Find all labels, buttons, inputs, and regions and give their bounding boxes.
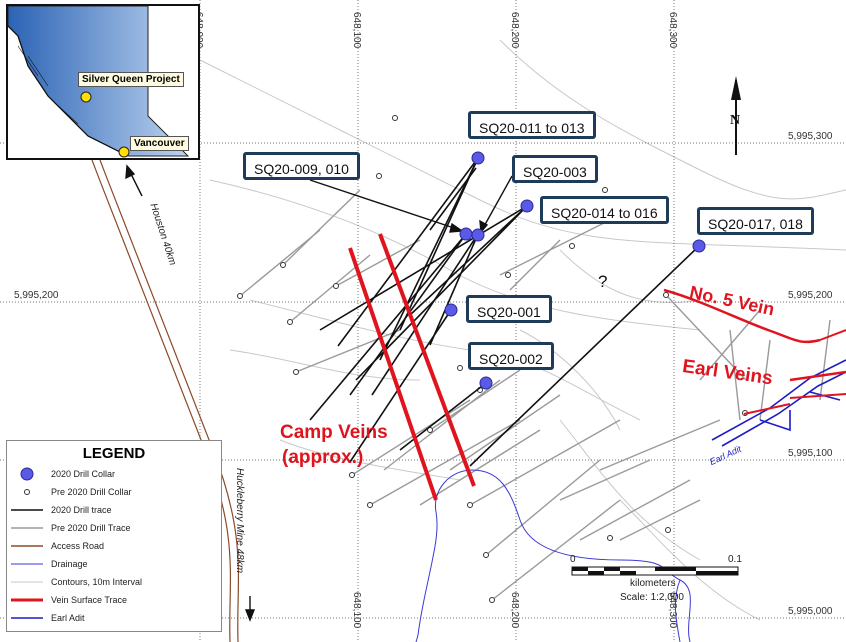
easting-label: 648,100: [351, 12, 362, 49]
scale-max: 0.1: [728, 554, 742, 565]
pre-2020-collar: [607, 535, 613, 541]
collar-2020: [471, 228, 485, 242]
northing-label: 5,995,200: [788, 290, 833, 301]
collar-2020-icon: [20, 467, 34, 481]
pre-2020-collar: [237, 293, 243, 299]
pre-2020-collar: [392, 115, 398, 121]
pre-2020-drill-traces: [239, 189, 831, 601]
contour-icon: [11, 581, 43, 583]
scale-bar: [571, 566, 739, 576]
legend-label: Access Road: [51, 541, 105, 551]
label-huckleberry-road: Huckleberry Mine 48km: [234, 468, 245, 574]
easting-label: 648,200: [509, 592, 520, 629]
label-camp-veins: Camp Veins: [280, 422, 388, 443]
collar-2020: [520, 199, 534, 213]
pre-2020-collar: [663, 292, 669, 298]
legend-label: 2020 Drill trace: [51, 505, 112, 515]
legend-label: Pre 2020 Drill Trace: [51, 523, 131, 533]
leader-lines: [309, 175, 513, 234]
legend-item-2020-collar: 2020 Drill Collar: [7, 465, 221, 483]
pre-2020-collar: [665, 527, 671, 533]
callout-sq20-003: SQ20-003: [512, 155, 598, 183]
inset-project-label: Silver Queen Project: [78, 72, 184, 87]
callout-sq20-011-013: SQ20-011 to 013: [468, 111, 596, 139]
pre-2020-collar: [349, 472, 355, 478]
north-label: N: [730, 113, 740, 128]
question-mark-label: ?: [598, 272, 608, 291]
pre-2020-collar: [333, 283, 339, 289]
northing-label: 5,995,200: [14, 290, 59, 301]
easting-label: 648,100: [351, 592, 362, 629]
pre-2020-collars: [237, 115, 748, 603]
inset-locator-map: Silver Queen Project Vancouver: [6, 4, 200, 160]
easting-label: 648,300: [667, 12, 678, 49]
northing-label: 5,995,100: [788, 448, 833, 459]
legend-label: Earl Adit: [51, 613, 85, 623]
callout-sq20-009-010: SQ20-009, 010: [243, 152, 360, 180]
2020-drill-traces: [309, 157, 700, 467]
scale-unit: kilometers: [630, 578, 676, 589]
easting-label: 648,200: [509, 12, 520, 49]
pre-2020-collar: [602, 187, 608, 193]
trace-2020-icon: [11, 509, 43, 511]
pre-2020-collar: [376, 173, 382, 179]
collar-2020: [459, 227, 473, 241]
northing-label: 5,995,300: [788, 131, 833, 142]
label-camp-veins-approx: (approx.): [282, 447, 364, 468]
callout-sq20-017-018: SQ20-017, 018: [697, 207, 814, 235]
collar-2020: [479, 376, 493, 390]
drainage-icon: [11, 563, 43, 565]
pre-2020-collar: [467, 502, 473, 508]
road-arrows: [125, 164, 256, 622]
pre-2020-collar: [489, 597, 495, 603]
pre-2020-collar: [569, 243, 575, 249]
vein-icon: [11, 598, 43, 602]
easting-label: 648,300: [667, 592, 678, 629]
callout-sq20-001: SQ20-001: [466, 295, 552, 323]
drainage: [415, 469, 691, 642]
legend-label: Drainage: [51, 559, 88, 569]
legend-label: 2020 Drill Collar: [51, 469, 116, 479]
legend-item-2020-trace: 2020 Drill trace: [7, 501, 221, 519]
northing-label: 5,995,000: [788, 606, 833, 617]
legend-title: LEGEND: [82, 445, 146, 462]
legend-item-pre-2020-collar: Pre 2020 Drill Collar: [7, 483, 221, 501]
legend-label: Vein Surface Trace: [51, 595, 128, 605]
callout-sq20-014-016: SQ20-014 to 016: [540, 196, 669, 224]
legend-item-contours: Contours, 10m Interval: [7, 573, 221, 591]
pre-2020-collar: [483, 552, 489, 558]
callout-sq20-002: SQ20-002: [468, 342, 554, 370]
legend-item-pre-2020-trace: Pre 2020 Drill Trace: [7, 519, 221, 537]
inset-city-label: Vancouver: [130, 136, 189, 151]
collar-2020: [471, 151, 485, 165]
pre-2020-collar: [293, 369, 299, 375]
scale-zero: 0: [570, 554, 576, 565]
trace-pre-2020-icon: [11, 527, 43, 529]
collar-2020: [692, 239, 706, 253]
scale-ratio: Scale: 1:2,000: [620, 592, 684, 603]
pre-2020-collar: [287, 319, 293, 325]
road-icon: [11, 545, 43, 547]
legend-item-earl-adit: Earl Adit: [7, 609, 221, 627]
pre-2020-collar: [505, 272, 511, 278]
legend-label: Contours, 10m Interval: [51, 577, 143, 587]
pre-2020-collar: [367, 502, 373, 508]
pre-2020-collar-icon: [24, 489, 30, 495]
pre-2020-collar: [457, 365, 463, 371]
legend-item-access-road: Access Road: [7, 537, 221, 555]
legend-item-drainage: Drainage: [7, 555, 221, 573]
collar-2020: [444, 303, 458, 317]
legend-item-vein: Vein Surface Trace: [7, 591, 221, 609]
legend-label: Pre 2020 Drill Collar: [51, 487, 132, 497]
2020-collars: [444, 151, 706, 390]
legend: LEGEND 2020 Drill Collar Pre 2020 Drill …: [6, 440, 222, 632]
adit-icon: [11, 617, 43, 619]
vein-traces: [348, 233, 846, 501]
pre-2020-collar: [280, 262, 286, 268]
north-arrow-icon: N: [730, 76, 741, 155]
